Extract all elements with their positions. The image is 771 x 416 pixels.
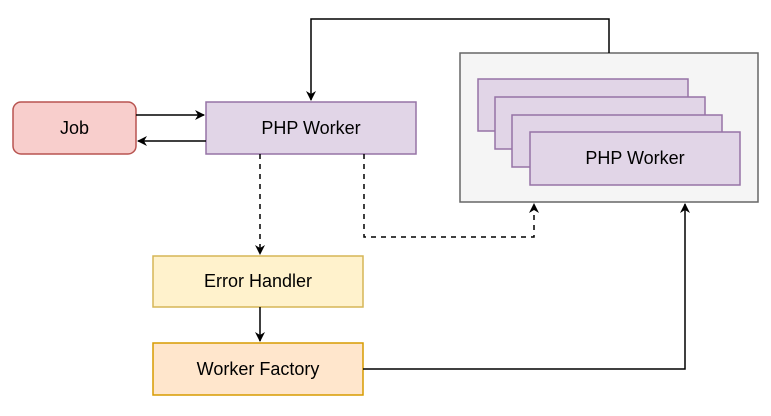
- edge-worker-to-pool: [363, 154, 539, 238]
- job-label: Job: [59, 117, 90, 138]
- pool-worker-front: [529, 131, 741, 186]
- pool-worker-label: PHP Worker: [585, 148, 685, 168]
- error-handler-label: Error Handler: [203, 271, 313, 291]
- edge-pool-to-worker: [306, 18, 610, 101]
- error-handler-node: [152, 255, 364, 308]
- job-node: [12, 101, 137, 155]
- php-worker-node: [205, 101, 417, 155]
- worker-factory-label: Worker Factory: [196, 358, 320, 379]
- edge-factory-to-pool: [363, 203, 690, 370]
- worker-factory-node: [152, 342, 364, 396]
- php-worker-label: PHP Worker: [261, 117, 361, 138]
